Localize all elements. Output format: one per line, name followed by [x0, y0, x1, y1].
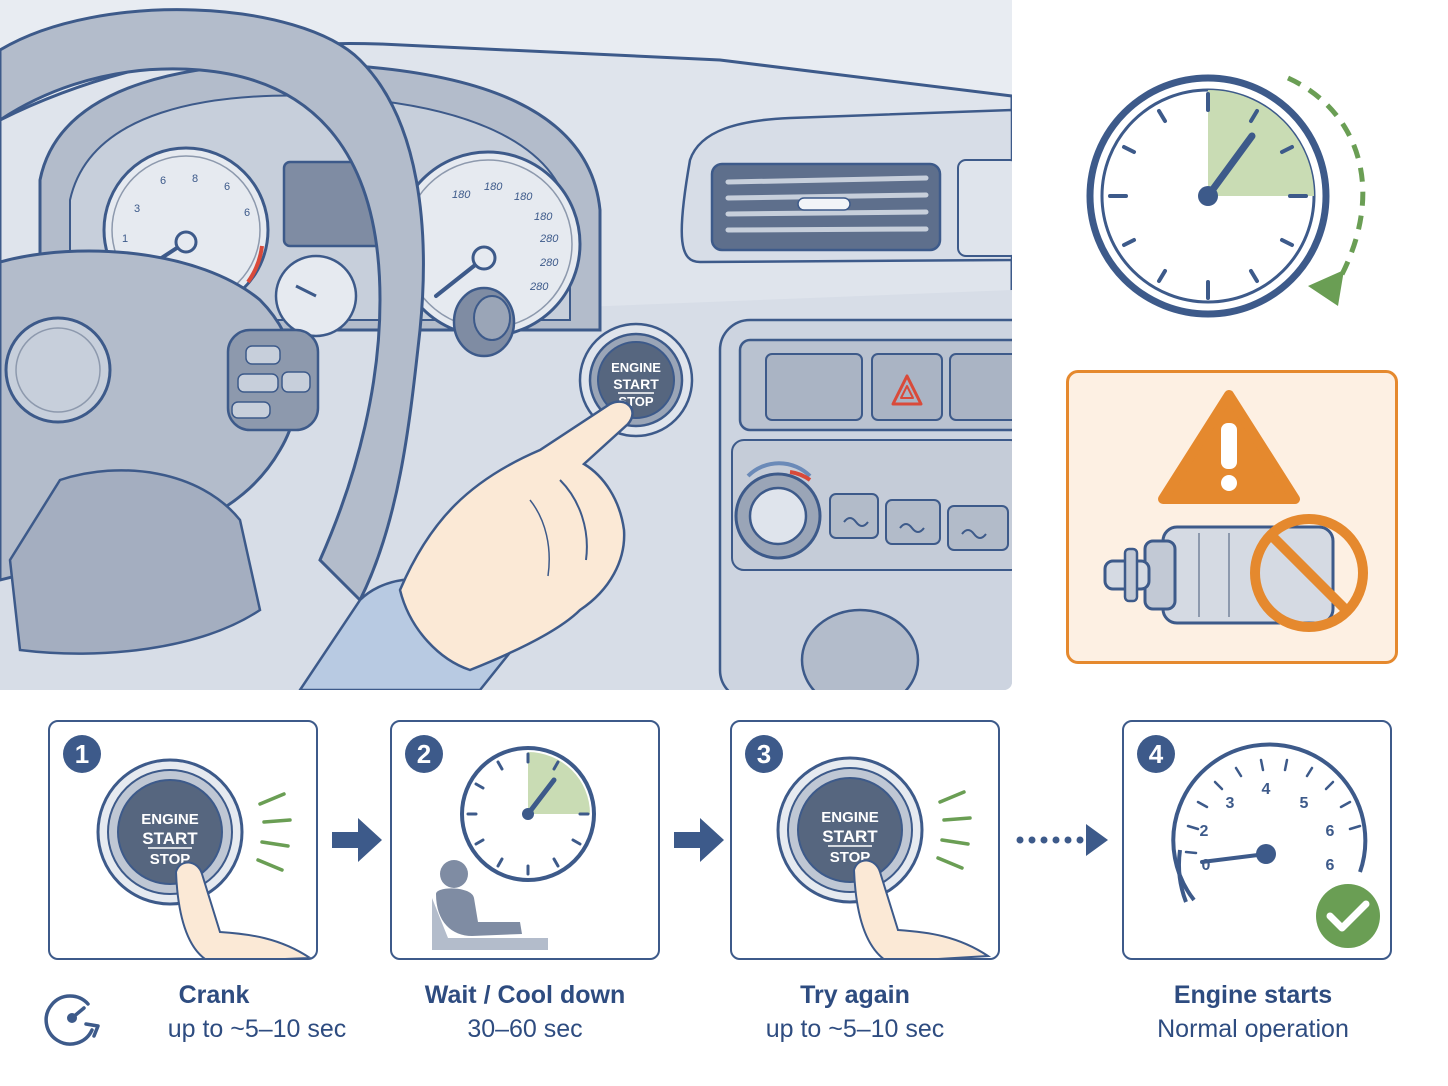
step-title: Crank	[178, 981, 250, 1009]
step-subtitle: Normal operation	[1157, 1015, 1349, 1043]
hazard-icon[interactable]	[891, 374, 923, 406]
speed-tick: 180	[534, 211, 553, 223]
step-title: Wait / Cool down	[424, 981, 626, 1009]
gauge-tick: 6	[1326, 823, 1335, 840]
warning-panel	[1066, 370, 1398, 664]
speed-tick: 280	[539, 257, 559, 269]
speed-tick: 180	[452, 189, 471, 201]
step-number-badge: 4	[1137, 735, 1175, 773]
step-subtitle: up to ~5–10 sec	[167, 1015, 347, 1043]
step-number-badge: 3	[745, 735, 783, 773]
wheel-button[interactable]	[237, 373, 279, 393]
step-title: Try again	[800, 981, 910, 1009]
step-1-caption: Crank up to ~5–10 sec	[44, 978, 384, 1046]
wheel-button[interactable]	[231, 401, 271, 419]
step-1-card: ENGINE START STOP 1	[48, 720, 318, 960]
gauge-tick: 6	[1326, 857, 1335, 874]
gauge-tick: 5	[1300, 795, 1309, 812]
button-label-start: START	[613, 376, 659, 392]
step-4-card: 0 2 3 4 5 6 6 4	[1122, 720, 1392, 960]
step-number-badge: 2	[405, 735, 443, 773]
step-2-caption: Wait / Cool down 30–60 sec	[355, 978, 695, 1046]
checkmark-circle-icon	[1316, 884, 1380, 948]
button-label-start: START	[822, 827, 878, 846]
speed-tick: 180	[514, 191, 533, 203]
gauge-tick: 0	[1202, 857, 1211, 874]
step-title: Engine starts	[1173, 981, 1333, 1009]
warning-triangle-icon	[1158, 390, 1300, 504]
hand	[398, 400, 634, 672]
tach-tick: 6	[244, 207, 250, 219]
dashboard-scene: 6 8 6 3 1 6 180 180 180 180 280 280 280	[0, 0, 1012, 690]
button-label-engine: ENGINE	[141, 811, 199, 828]
circular-timer-icon	[44, 994, 100, 1046]
starter-motor-prohibited-icon	[1103, 514, 1368, 632]
windshield-icon[interactable]	[899, 523, 925, 533]
button-label-engine: ENGINE	[611, 360, 661, 375]
steering-wheel	[0, 8, 425, 655]
gauge-tick: 4	[1262, 781, 1271, 798]
tach-tick: 6	[224, 181, 230, 193]
button-label-start: START	[142, 829, 198, 848]
tach-tick: 6	[160, 175, 166, 187]
step-number-badge: 1	[63, 735, 101, 773]
tachometer-gauge: 0 2 3 4 5 6 6	[1171, 742, 1380, 948]
airflow-icon[interactable]	[961, 529, 987, 539]
tach-tick: 1	[122, 233, 128, 245]
button-label-stop: STOP	[150, 851, 191, 868]
gauge-tick: 2	[1200, 823, 1209, 840]
step-2-card: 2	[390, 720, 660, 960]
speed-tick: 280	[529, 281, 549, 293]
seated-person-icon	[432, 860, 548, 950]
tach-tick: 8	[192, 173, 198, 185]
step-4-caption: Engine starts Normal operation	[1083, 978, 1423, 1046]
speed-tick: 280	[539, 233, 559, 245]
dotted-arrow-right-icon	[1016, 824, 1108, 856]
defrost-icon[interactable]	[843, 517, 869, 527]
wheel-button[interactable]	[281, 371, 311, 393]
stopwatch-icon	[1086, 74, 1366, 318]
tach-tick: 3	[134, 203, 140, 215]
speed-tick: 180	[484, 181, 503, 193]
button-label-engine: ENGINE	[821, 809, 879, 826]
stopwatch-panel	[1068, 70, 1398, 330]
step-subtitle: 30–60 sec	[467, 1015, 583, 1043]
step-3-caption: Try again up to ~5–10 sec	[685, 978, 1025, 1046]
arrow-right-icon	[674, 818, 724, 862]
wheel-button[interactable]	[245, 345, 281, 365]
step-subtitle: up to ~5–10 sec	[765, 1015, 945, 1043]
gauge-tick: 3	[1226, 795, 1235, 812]
step-3-card: ENGINE START STOP 3	[730, 720, 1000, 960]
arrow-right-icon	[332, 818, 382, 862]
